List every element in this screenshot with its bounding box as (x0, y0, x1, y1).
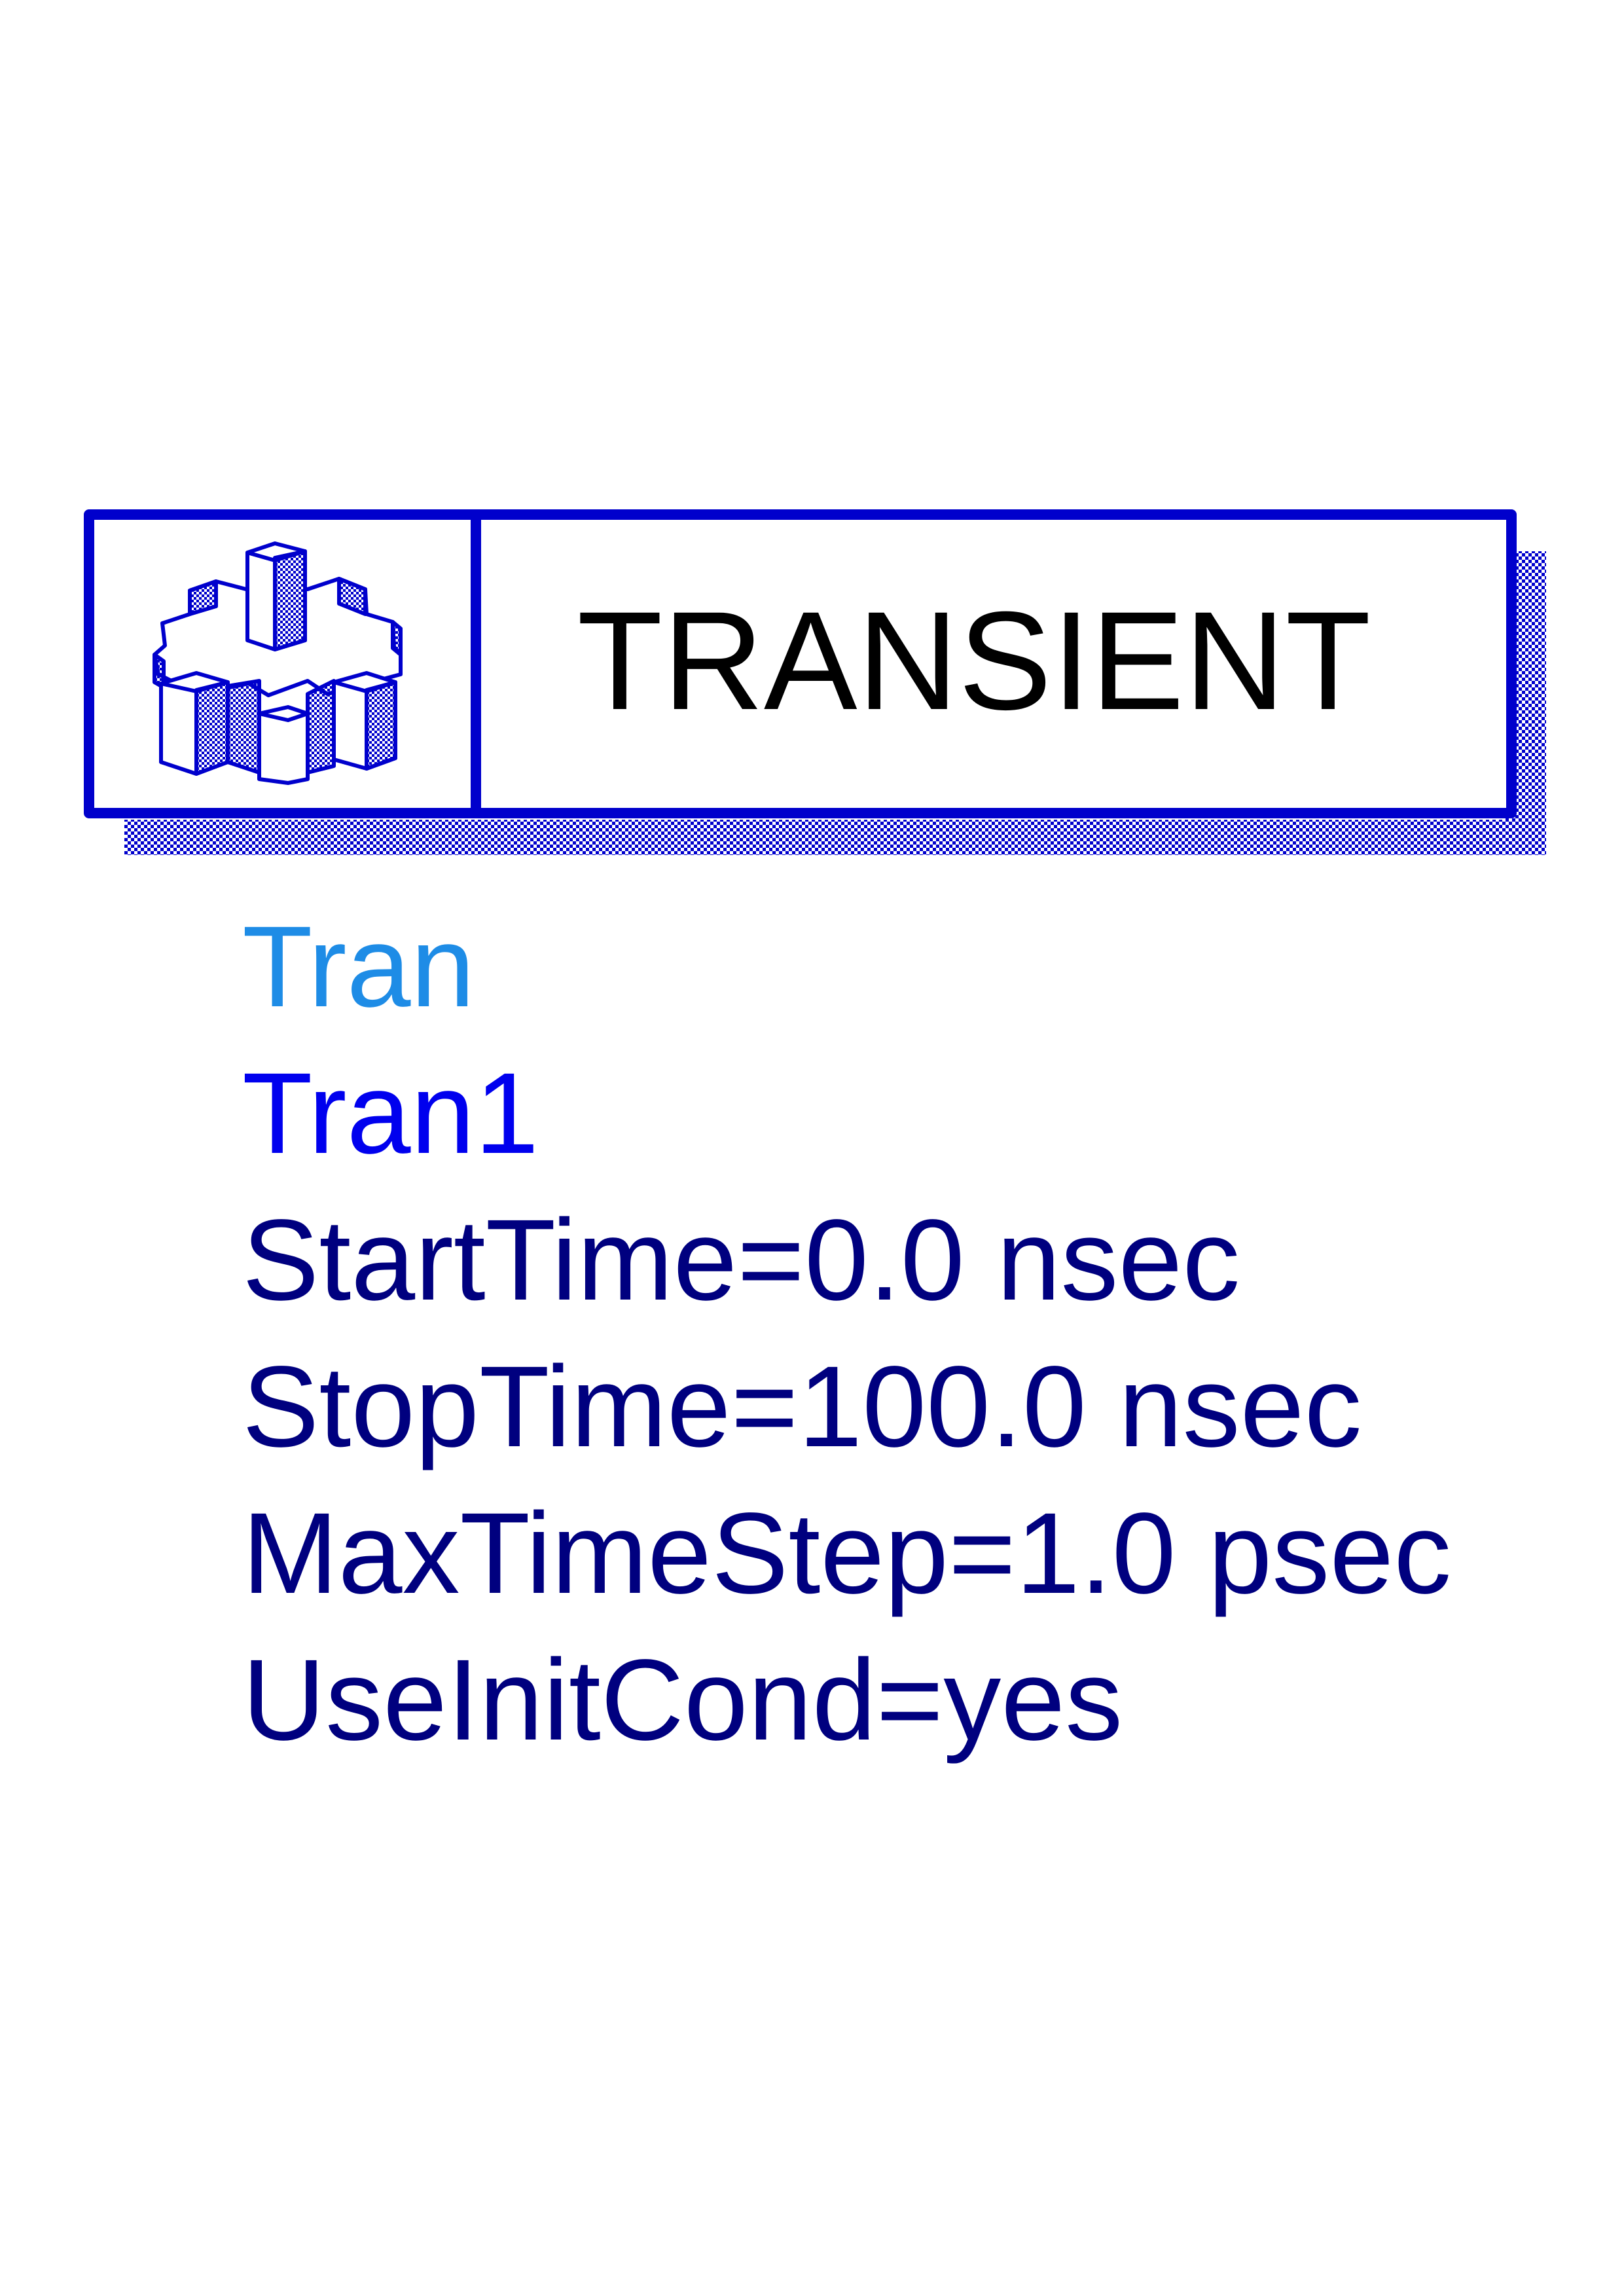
component-type-label: Tran (242, 903, 475, 1031)
gear-icon (153, 541, 403, 785)
component-instance-name: Tran1 (242, 1049, 539, 1178)
parameter-use-init-cond: UseInitCond=yes (242, 1636, 1123, 1764)
symbol-drop-shadow (124, 551, 1546, 855)
parameter-stop-time: StopTime=100.0 nsec (242, 1343, 1362, 1471)
component-title: TRANSIENT (577, 583, 1371, 739)
parameter-list: Tran Tran1 StartTime=0.0 nsec StopTime=1… (242, 894, 1451, 1774)
parameter-start-time: StartTime=0.0 nsec (242, 1196, 1240, 1324)
parameter-max-time-step: MaxTimeStep=1.0 psec (242, 1489, 1452, 1618)
